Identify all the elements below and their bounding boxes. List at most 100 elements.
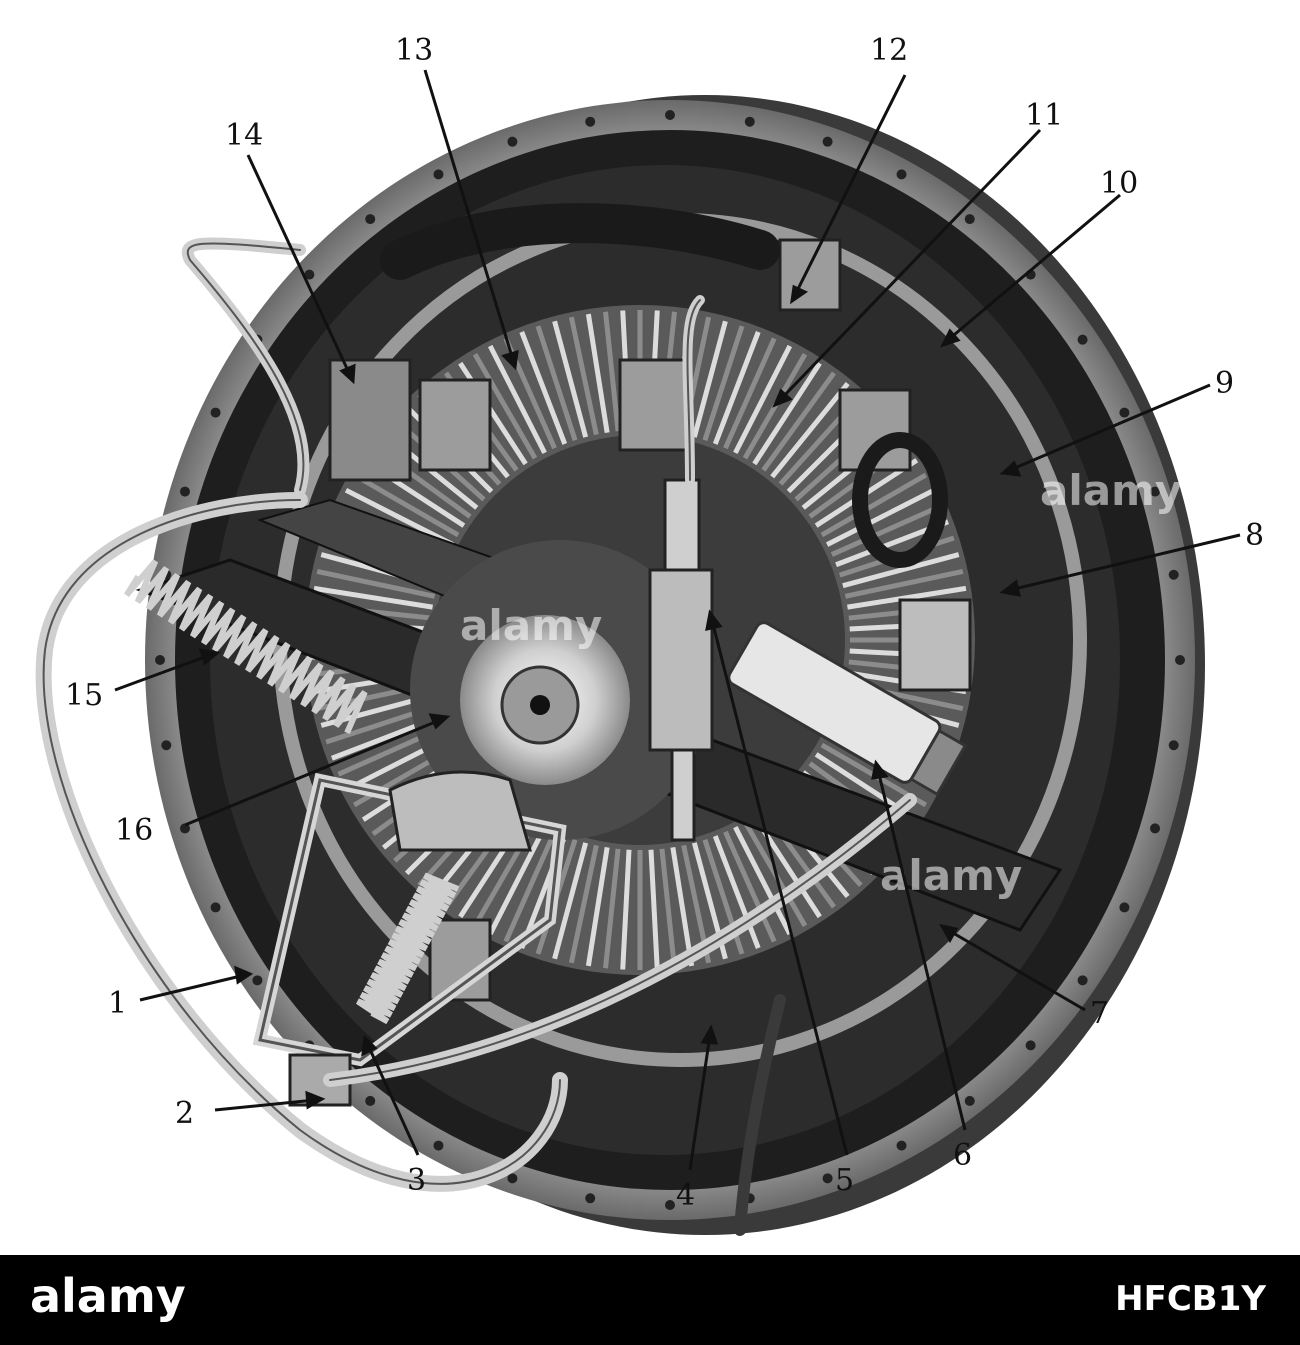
bolt-hole xyxy=(433,169,444,180)
callout-8: 8 xyxy=(1245,518,1264,553)
commutator-segment xyxy=(723,830,777,943)
bolt-hole xyxy=(507,136,518,147)
callout-7: 7 xyxy=(1090,996,1109,1031)
commutator-segment xyxy=(712,331,761,445)
alamy-logo: alamy xyxy=(30,1269,186,1323)
bolt-hole xyxy=(1077,334,1088,345)
callout-labels: 1 2 3 4 5 6 7 8 9 10 11 12 13 14 15 16 xyxy=(65,33,1264,1213)
hub xyxy=(410,540,710,840)
governor-bracket xyxy=(252,770,567,1107)
bolt-hole xyxy=(585,116,596,127)
bolt-hole xyxy=(210,902,221,913)
bolt-hole xyxy=(155,655,165,665)
commutator-segment xyxy=(535,325,578,442)
commutator-segment xyxy=(552,842,589,960)
bolt-hole xyxy=(365,1095,376,1106)
callout-10: 10 xyxy=(1100,166,1138,201)
field-coil xyxy=(380,203,948,568)
commutator-segment xyxy=(830,503,943,557)
watermark-text: alamy xyxy=(460,601,602,650)
bolt-hole xyxy=(1175,655,1185,665)
bolt-hole xyxy=(896,1140,907,1151)
bolt-hole xyxy=(964,1095,975,1106)
pipes xyxy=(35,237,917,1236)
bolt-hole xyxy=(1119,902,1130,913)
commutator-segment xyxy=(752,361,822,466)
watermark-text: alamy xyxy=(880,851,1022,900)
commutator-segment xyxy=(487,344,547,455)
commutator-segment xyxy=(344,487,455,547)
leader-lines xyxy=(114,69,1241,1171)
spring-coil xyxy=(356,872,460,1025)
commutator-segment xyxy=(670,847,695,967)
coil-spring xyxy=(124,559,368,735)
commutator-segment xyxy=(519,331,568,445)
commutator-segment xyxy=(568,844,599,964)
bolt-hole xyxy=(365,214,376,225)
commutator-segment xyxy=(820,472,928,538)
bolt-hole xyxy=(1025,1040,1036,1051)
callout-5: 5 xyxy=(835,1163,854,1198)
callout-1: 1 xyxy=(108,986,127,1021)
commutator-segment xyxy=(568,316,599,436)
bolt-hole xyxy=(1168,740,1179,751)
commutator-segment xyxy=(712,835,761,949)
commutator-segment xyxy=(585,847,610,967)
commutator-segment xyxy=(472,352,538,460)
callout-3: 3 xyxy=(407,1163,426,1198)
commutator-segment xyxy=(770,381,850,479)
callout-13: 13 xyxy=(395,33,433,68)
bolt-hole xyxy=(210,407,221,418)
bolt-hole xyxy=(179,486,190,497)
callout-12: 12 xyxy=(870,33,908,68)
callout-14: 14 xyxy=(225,118,263,153)
dynamo-diagram: alamy alamy alamy 1 2 3 4 5 6 7 8 9 10 1… xyxy=(35,33,1264,1236)
bolt-hole xyxy=(1150,486,1161,497)
image-id: HFCB1Y xyxy=(1115,1279,1266,1319)
commutator-segment xyxy=(585,313,610,433)
bolt-hole xyxy=(665,110,675,120)
watermark: alamy alamy alamy xyxy=(460,466,1182,900)
commutator-segment xyxy=(487,825,547,936)
brush-holders xyxy=(328,238,972,1002)
bolt-hole xyxy=(433,1140,444,1151)
commutator-segment xyxy=(603,311,621,432)
commutator-segment xyxy=(723,337,777,450)
commutator-segment xyxy=(352,472,460,538)
callout-2: 2 xyxy=(175,1096,194,1131)
bolt-hole xyxy=(744,116,755,127)
stock-footer: alamy HFCB1Y xyxy=(0,1255,1300,1345)
bolt-hole xyxy=(1077,975,1088,986)
callout-4: 4 xyxy=(676,1178,695,1213)
callout-6: 6 xyxy=(953,1138,972,1173)
watermark-text: alamy xyxy=(1040,466,1182,515)
commutator-segment xyxy=(825,487,936,547)
commutator-segment xyxy=(552,320,589,438)
commutator-segment xyxy=(659,848,677,969)
spring-coil xyxy=(124,559,368,735)
bolt-hole xyxy=(304,269,315,280)
commutator-segment xyxy=(503,830,557,943)
commutator-segment xyxy=(733,344,793,455)
commutator-segment xyxy=(620,849,632,970)
commutator-segment xyxy=(702,325,745,442)
callout-9: 9 xyxy=(1215,366,1234,401)
commutator-segment xyxy=(648,849,660,970)
callout-16: 16 xyxy=(115,813,153,848)
commutator-segment xyxy=(844,568,964,599)
bolt-hole xyxy=(964,214,975,225)
commutator-segment xyxy=(733,825,793,936)
lower-spring xyxy=(356,872,460,1025)
bolt-hole xyxy=(665,1200,675,1210)
bolt-hole xyxy=(252,975,263,986)
bolt-hole xyxy=(896,169,907,180)
commutator-segment xyxy=(316,568,436,599)
bolt-hole xyxy=(585,1193,596,1204)
bolt-hole xyxy=(822,136,833,147)
commutator-segment xyxy=(691,320,728,438)
hex-coupling xyxy=(648,478,714,842)
bolt-hole xyxy=(1168,569,1179,580)
callout-11: 11 xyxy=(1025,98,1063,133)
commutator-segment xyxy=(847,585,967,610)
commutator-segment xyxy=(761,371,836,472)
